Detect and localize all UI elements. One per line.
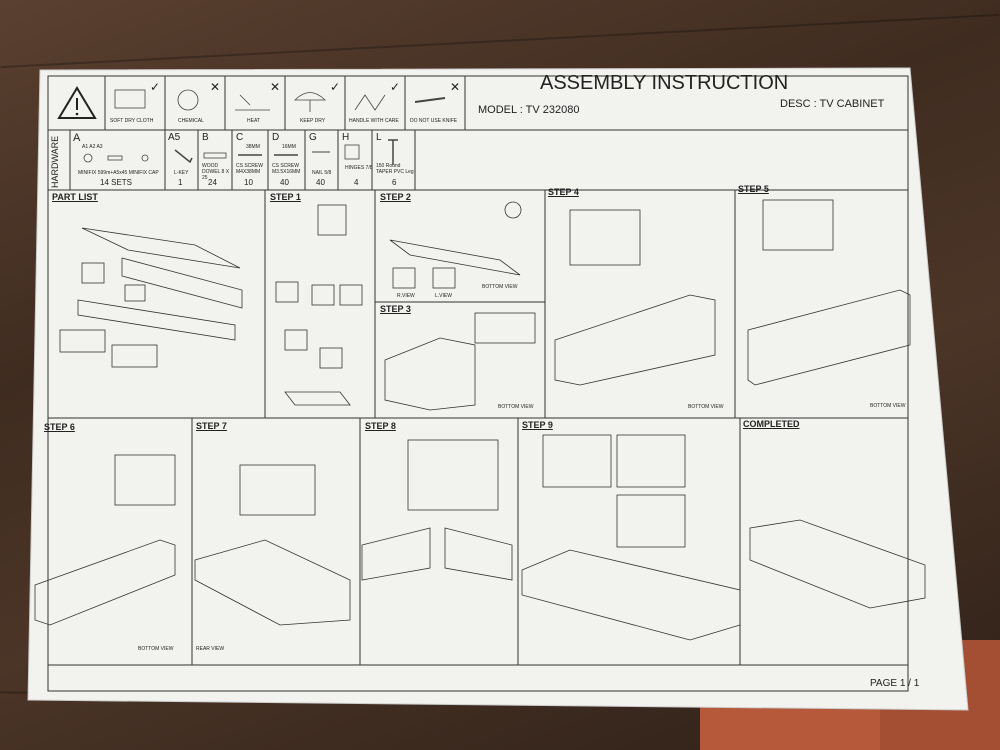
step7-heading: STEP 7 (196, 421, 227, 431)
hardware-qty: 10 (244, 178, 253, 187)
step6-heading: STEP 6 (44, 422, 75, 432)
document-title: ASSEMBLY INSTRUCTION (540, 72, 789, 94)
view-label: BOTTOM VIEW (870, 403, 906, 409)
hardware-letter: G (309, 132, 317, 143)
hardware-sub: A1 A2 A3 (82, 144, 103, 150)
cloth-icon (114, 89, 146, 109)
step9-heading: STEP 9 (522, 420, 553, 430)
step1-heading: STEP 1 (270, 192, 301, 202)
hardware-desc: CS SCREW M3.5X16MM (272, 163, 301, 175)
step4-diagram (554, 209, 716, 386)
care-label: SOFT DRY CLOTH (110, 118, 154, 124)
warning-icon (57, 86, 97, 119)
care-label: HANDLE WITH CARE (349, 118, 399, 124)
hardware-desc: NAIL 5/8 (312, 170, 332, 176)
paper (27, 67, 969, 711)
view-label: R.VIEW (397, 293, 415, 299)
care-label: HEAT (247, 118, 260, 124)
part-list-diagram (59, 227, 243, 368)
step5-heading: STEP 5 (738, 184, 769, 194)
hardware-letter: C (236, 132, 244, 143)
hardware-qty: 40 (316, 178, 325, 187)
step8-diagram (361, 439, 513, 581)
hardware-letter: D (272, 132, 280, 143)
view-label: REAR VIEW (196, 646, 225, 652)
step9-diagram (521, 434, 741, 641)
view-label: L.VIEW (435, 293, 452, 299)
completed-diagram (749, 519, 926, 609)
hardware-dim: 16MM (282, 144, 296, 150)
step4-heading: STEP 4 (548, 187, 579, 197)
minifix-bolt-icon (107, 155, 123, 161)
view-label: BOTTOM VIEW (498, 404, 534, 410)
view-label: BOTTOM VIEW (688, 404, 724, 410)
page-number: PAGE 1 / 1 (870, 678, 920, 689)
care-label: DO NOT USE KNIFE (410, 118, 458, 124)
knife-icon (414, 97, 446, 103)
umbrella-icon (294, 92, 326, 112)
step5-diagram (747, 199, 911, 386)
hardware-desc: 150 Round TAPER PVC Leg (376, 163, 414, 175)
care-label: KEEP DRY (300, 118, 326, 124)
hands-icon (354, 94, 386, 111)
check-mark: ✓ (390, 80, 401, 94)
hardware-desc: L-KEY (174, 170, 189, 176)
completed-heading: COMPLETED (743, 419, 800, 429)
hardware-qty: 6 (392, 178, 397, 187)
cross-mark: ✕ (210, 80, 221, 94)
hardware-desc: CS SCREW M4X38MM (236, 163, 263, 175)
hardware-desc: HINGES 7/8 (345, 165, 373, 171)
hardware-qty: 4 (354, 178, 359, 187)
hardware-qty: 1 (178, 178, 183, 187)
chemical-icon (177, 89, 199, 111)
hinge-icon (344, 144, 360, 160)
check-mark: ✓ (330, 80, 341, 94)
step2-diagram (389, 201, 522, 289)
hardware-letter: L (376, 132, 382, 143)
model-number: MODEL : TV 232080 (478, 104, 580, 116)
cross-mark: ✕ (270, 80, 281, 94)
step8-heading: STEP 8 (365, 421, 396, 431)
view-label: BOTTOM VIEW (138, 646, 174, 652)
heat-icon (235, 94, 270, 111)
step3-heading: STEP 3 (380, 304, 411, 314)
hardware-letter: H (342, 132, 350, 143)
leg-icon (388, 139, 398, 165)
step3-diagram (384, 312, 536, 411)
hardware-qty: 14 SETS (100, 178, 133, 187)
check-mark: ✓ (150, 80, 161, 94)
hardware-desc: WOOD DOWEL 8 X 25 (202, 163, 230, 181)
care-label: CHEMICAL (178, 118, 204, 124)
cross-mark: ✕ (450, 80, 461, 94)
part-list-heading: PART LIST (52, 192, 98, 202)
hardware-qty: 24 (208, 178, 217, 187)
minifix-icon (83, 153, 93, 163)
hardware-letter: A (73, 132, 81, 144)
product-description: DESC : TV CABINET (780, 98, 885, 110)
step6-diagram (34, 454, 176, 626)
step1-diagram (275, 204, 363, 406)
step2-heading: STEP 2 (380, 192, 411, 202)
dowel-icon (203, 152, 227, 159)
view-label: BOTTOM VIEW (482, 284, 518, 290)
minifix-cap-icon (141, 154, 149, 162)
hardware-qty: 40 (280, 178, 289, 187)
hardware-desc: MINIFIX 599m+A5x45 MINIFIX CAP (78, 170, 159, 176)
hardware-letter: B (202, 132, 209, 143)
l-key-icon (174, 149, 193, 164)
hardware-side-label: HARDWARE (50, 135, 60, 188)
step7-diagram (194, 464, 351, 626)
hardware-dim: 38MM (246, 144, 260, 150)
hardware-letter: A5 (168, 132, 181, 143)
